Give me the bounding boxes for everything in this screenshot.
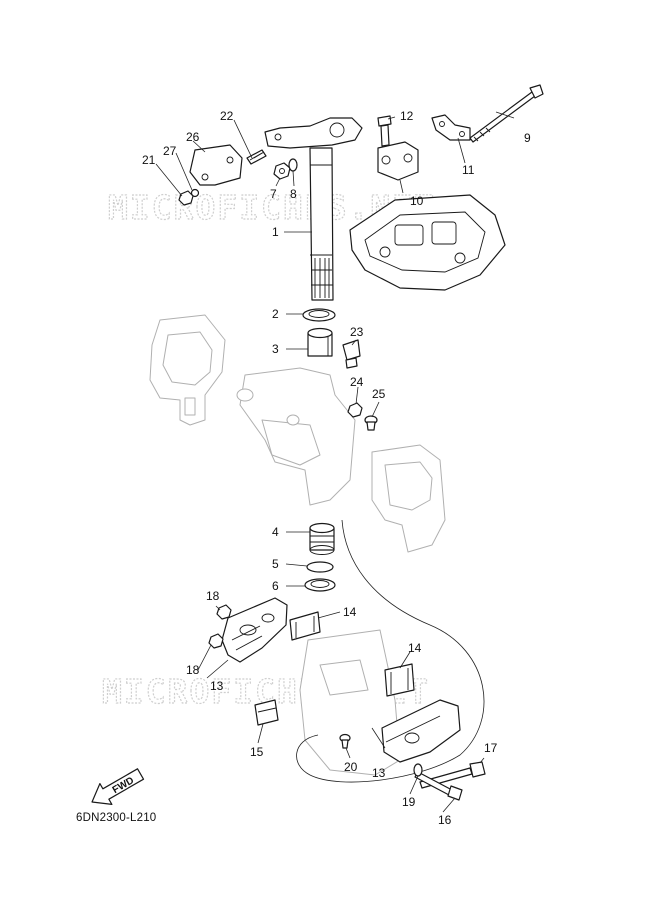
callout-3: 3 xyxy=(272,342,279,356)
steering-shaft xyxy=(309,147,334,301)
bushing-4 xyxy=(309,522,335,555)
callout-6: 6 xyxy=(272,579,279,593)
callout-14-upper: 14 xyxy=(343,605,357,619)
callout-21: 21 xyxy=(142,153,156,167)
lower-housing-ghost xyxy=(299,629,401,776)
callout-17: 17 xyxy=(484,741,498,755)
bolt-12 xyxy=(377,115,392,147)
callout-7: 7 xyxy=(270,187,277,201)
mount-bracket-13-right xyxy=(381,699,461,763)
callout-22: 22 xyxy=(220,109,234,123)
callout-5: 5 xyxy=(272,557,279,571)
nut-18-top xyxy=(216,604,232,620)
callout-14-lower: 14 xyxy=(408,641,422,655)
callout-25: 25 xyxy=(372,387,386,401)
callout-8: 8 xyxy=(290,187,297,201)
damper-14-upper xyxy=(289,611,321,641)
cable-loop xyxy=(296,519,485,783)
bushing-3 xyxy=(307,327,333,357)
swivel-bracket-center-ghost xyxy=(236,367,356,506)
holder-10 xyxy=(377,141,419,181)
nut-18-bottom xyxy=(208,633,224,649)
callout-16: 16 xyxy=(438,813,452,827)
callout-26: 26 xyxy=(186,130,200,144)
callout-15: 15 xyxy=(250,745,264,759)
callout-23: 23 xyxy=(350,325,364,339)
clip-23 xyxy=(342,339,361,369)
callout-24: 24 xyxy=(350,375,364,389)
callout-19: 19 xyxy=(402,795,416,809)
swivel-bracket-left-ghost xyxy=(149,314,226,426)
bracket-11 xyxy=(431,114,471,141)
fwd-arrow-icon: FWD xyxy=(91,768,145,805)
damper-15 xyxy=(254,699,279,726)
callout-9: 9 xyxy=(524,131,531,145)
callout-13-right: 13 xyxy=(372,766,386,780)
o-ring-5 xyxy=(306,561,334,573)
engine-mount-base xyxy=(349,194,506,291)
steering-arm-top xyxy=(264,117,363,149)
mount-bracket-13-left xyxy=(221,597,288,663)
screw-20 xyxy=(339,733,351,749)
washer-8 xyxy=(288,158,298,172)
callout-1: 1 xyxy=(272,225,279,239)
nut-7 xyxy=(273,162,291,180)
callout-11: 11 xyxy=(462,163,475,177)
callout-20: 20 xyxy=(344,760,358,774)
nut-24 xyxy=(347,402,363,418)
screw-25 xyxy=(364,415,378,431)
washer-2 xyxy=(302,308,336,322)
fwd-label: FWD xyxy=(111,775,136,796)
seal-6 xyxy=(304,578,336,592)
callout-13-left: 13 xyxy=(210,679,224,693)
callout-labels: 1 2 3 4 5 6 7 8 9 10 11 12 13 13 14 14 1… xyxy=(142,109,531,827)
callout-18-top: 18 xyxy=(206,589,220,603)
plate-26 xyxy=(189,144,243,186)
callout-27: 27 xyxy=(163,144,177,158)
callout-2: 2 xyxy=(272,307,279,321)
callout-4: 4 xyxy=(272,525,279,539)
callout-18-bottom: 18 xyxy=(186,663,200,677)
grease-nipple-22 xyxy=(246,149,267,165)
swivel-bracket-right-ghost xyxy=(371,444,446,553)
callout-12: 12 xyxy=(400,109,414,123)
bolt-16 xyxy=(414,771,463,801)
nut-21 xyxy=(178,190,194,206)
diagram-reference-code: 6DN2300-L210 xyxy=(76,812,157,824)
leader-lines xyxy=(155,111,515,813)
bolt-9 xyxy=(469,84,544,143)
washer-19 xyxy=(413,763,423,777)
washer-27 xyxy=(190,188,200,198)
damper-14-lower xyxy=(384,663,415,697)
callout-10: 10 xyxy=(410,194,424,208)
